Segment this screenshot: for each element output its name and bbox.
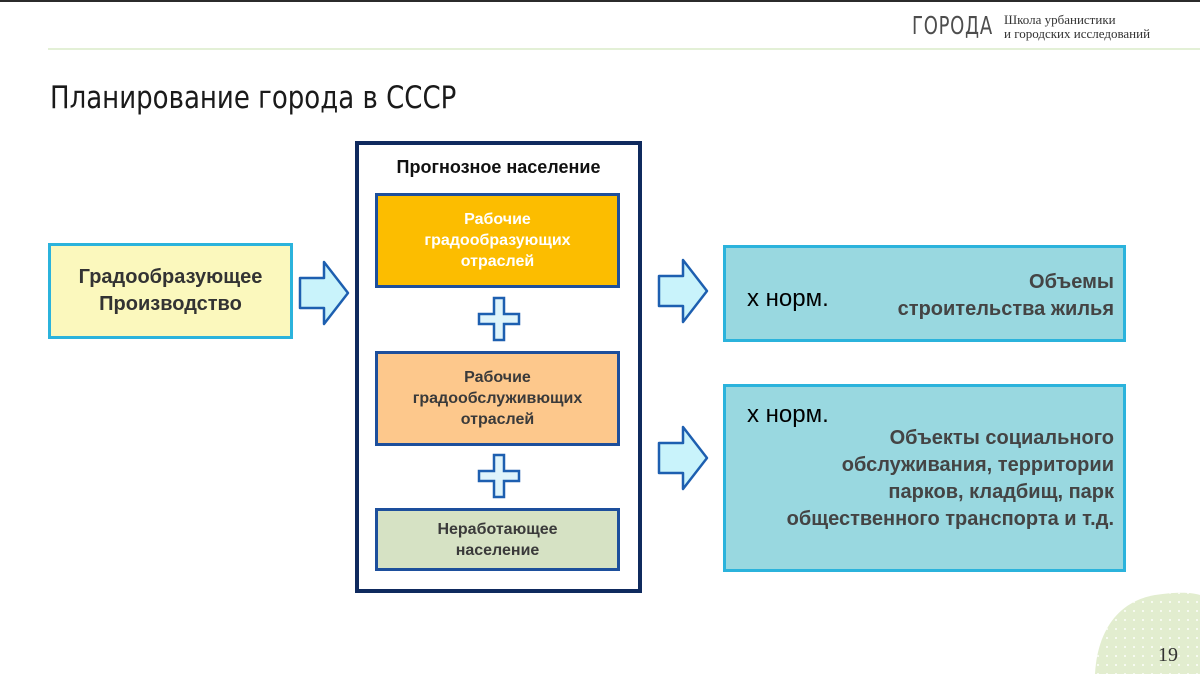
input-box-line1: Градообразующее xyxy=(78,266,263,288)
output-housing-text: Объемы строительства жилья xyxy=(898,269,1114,323)
output-line: обслуживания, территории xyxy=(841,454,1114,476)
block-line: градообразующих xyxy=(424,232,571,249)
block-non-working-population: Неработающее население xyxy=(375,508,620,571)
output-social-text: Объекты социального обслуживания, террит… xyxy=(787,425,1114,533)
slide-title: Планирование города в СССР xyxy=(50,80,457,116)
output-box-housing xyxy=(723,245,1126,342)
plus-icon xyxy=(477,296,521,342)
page-number: 19 xyxy=(1158,644,1178,666)
block-line: население xyxy=(455,541,540,559)
brand-logo: ГОРОДА Школа урбанистики и городских исс… xyxy=(912,12,1150,44)
output-box-social-facilities xyxy=(723,384,1126,572)
output-line: строительства жилья xyxy=(897,298,1114,320)
brand-subtitle: Школа урбанистики и городских исследован… xyxy=(1004,12,1150,41)
forecast-frame-title: Прогнозное население xyxy=(396,157,601,177)
output-multiplier: х норм. xyxy=(747,285,829,312)
block-city-forming-workers: Рабочие градообразующих отраслей xyxy=(375,193,620,288)
brand-subtitle-line2: и городских исследований xyxy=(1004,26,1151,41)
output-multiplier: х норм. xyxy=(747,401,829,428)
header-divider xyxy=(48,48,1200,50)
input-box-production: Градообразующее Производство xyxy=(48,243,293,339)
block-line: отраслей xyxy=(460,411,535,428)
output-line: Объемы xyxy=(1029,271,1114,293)
brand-name: ГОРОДА xyxy=(912,11,993,40)
decorative-blob xyxy=(1095,592,1200,674)
block-line: отраслей xyxy=(460,253,535,270)
input-box-line2: Производство xyxy=(99,293,242,315)
block-line: Неработающее xyxy=(437,520,558,538)
top-border-line xyxy=(0,0,1200,2)
block-line: Рабочие xyxy=(464,211,531,228)
output-line: Объекты социального xyxy=(889,427,1114,449)
brand-subtitle-line1: Школа урбанистики xyxy=(1004,12,1116,27)
block-line: градообслуживющих xyxy=(412,390,583,407)
output-line: парков, кладбищ, парк xyxy=(888,481,1114,503)
block-line: Рабочие xyxy=(464,369,531,386)
output-line: общественного транспорта и т.д. xyxy=(786,508,1114,530)
block-city-serving-workers: Рабочие градообслуживющих отраслей xyxy=(375,351,620,446)
right-arrow-icon xyxy=(298,260,350,326)
right-arrow-icon xyxy=(657,425,709,491)
right-arrow-icon xyxy=(657,258,709,324)
plus-icon xyxy=(477,453,521,499)
